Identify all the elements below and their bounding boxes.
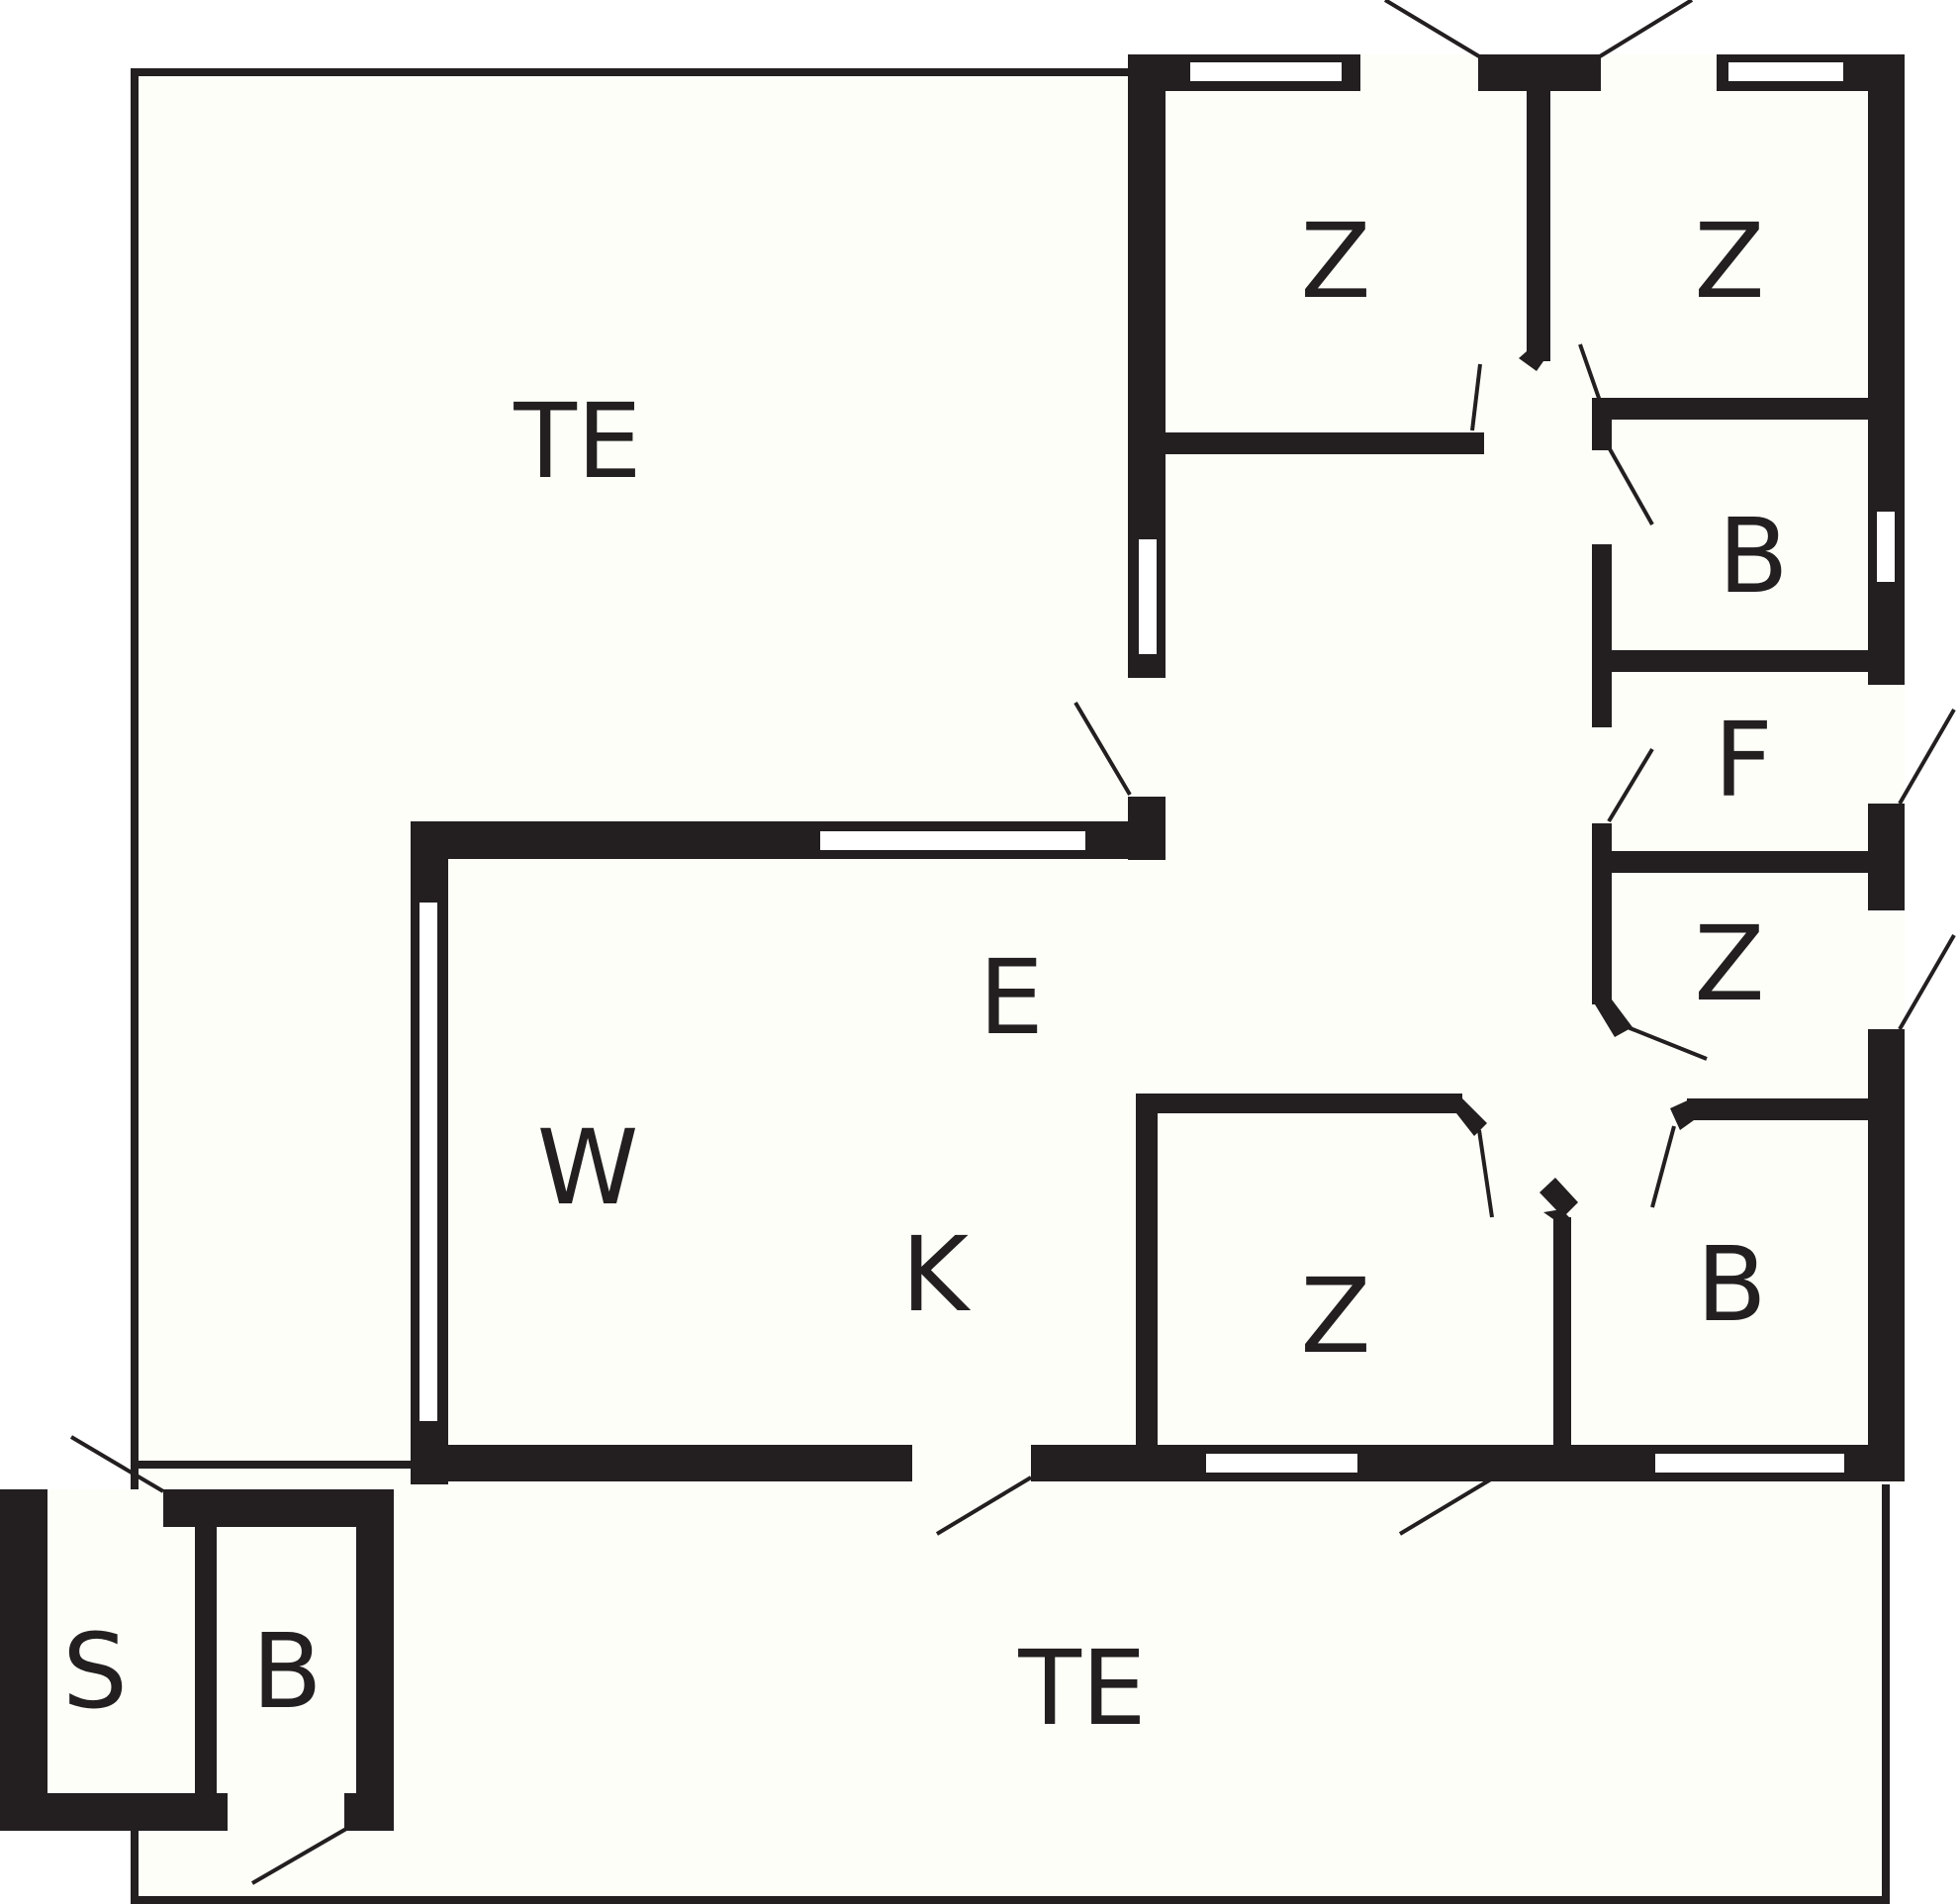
window xyxy=(816,827,1089,854)
room-label-sauna-s: S xyxy=(62,1611,128,1732)
room-label-terrace-top: TE xyxy=(513,381,641,502)
room-labels: TE Z Z B F Z E W K Z B S B TE xyxy=(62,201,1789,1749)
room-label-bath-1: B xyxy=(1718,496,1788,617)
room-label-bath-2: B xyxy=(1696,1224,1766,1345)
room-label-kitchen-k: K xyxy=(901,1214,972,1335)
room-label-z3: Z xyxy=(1694,904,1764,1024)
room-label-z2: Z xyxy=(1694,201,1764,322)
window xyxy=(1873,508,1899,586)
windows xyxy=(416,58,1899,1476)
terrace-bottom-outline xyxy=(131,1461,1890,1904)
room-label-hall-e: E xyxy=(979,937,1044,1058)
window xyxy=(1725,58,1847,85)
window xyxy=(1651,1450,1848,1476)
window xyxy=(1202,1450,1361,1476)
window xyxy=(1186,58,1346,85)
door-swings xyxy=(69,0,1956,1885)
window xyxy=(1135,535,1161,658)
room-label-z4: Z xyxy=(1300,1256,1370,1377)
room-label-z1: Z xyxy=(1300,201,1370,322)
room-label-terrace-bottom: TE xyxy=(1017,1628,1146,1749)
window xyxy=(416,899,441,1425)
room-label-bath-3: B xyxy=(251,1611,322,1732)
room-label-f: F xyxy=(1714,700,1773,820)
room-label-living-w: W xyxy=(537,1107,639,1228)
